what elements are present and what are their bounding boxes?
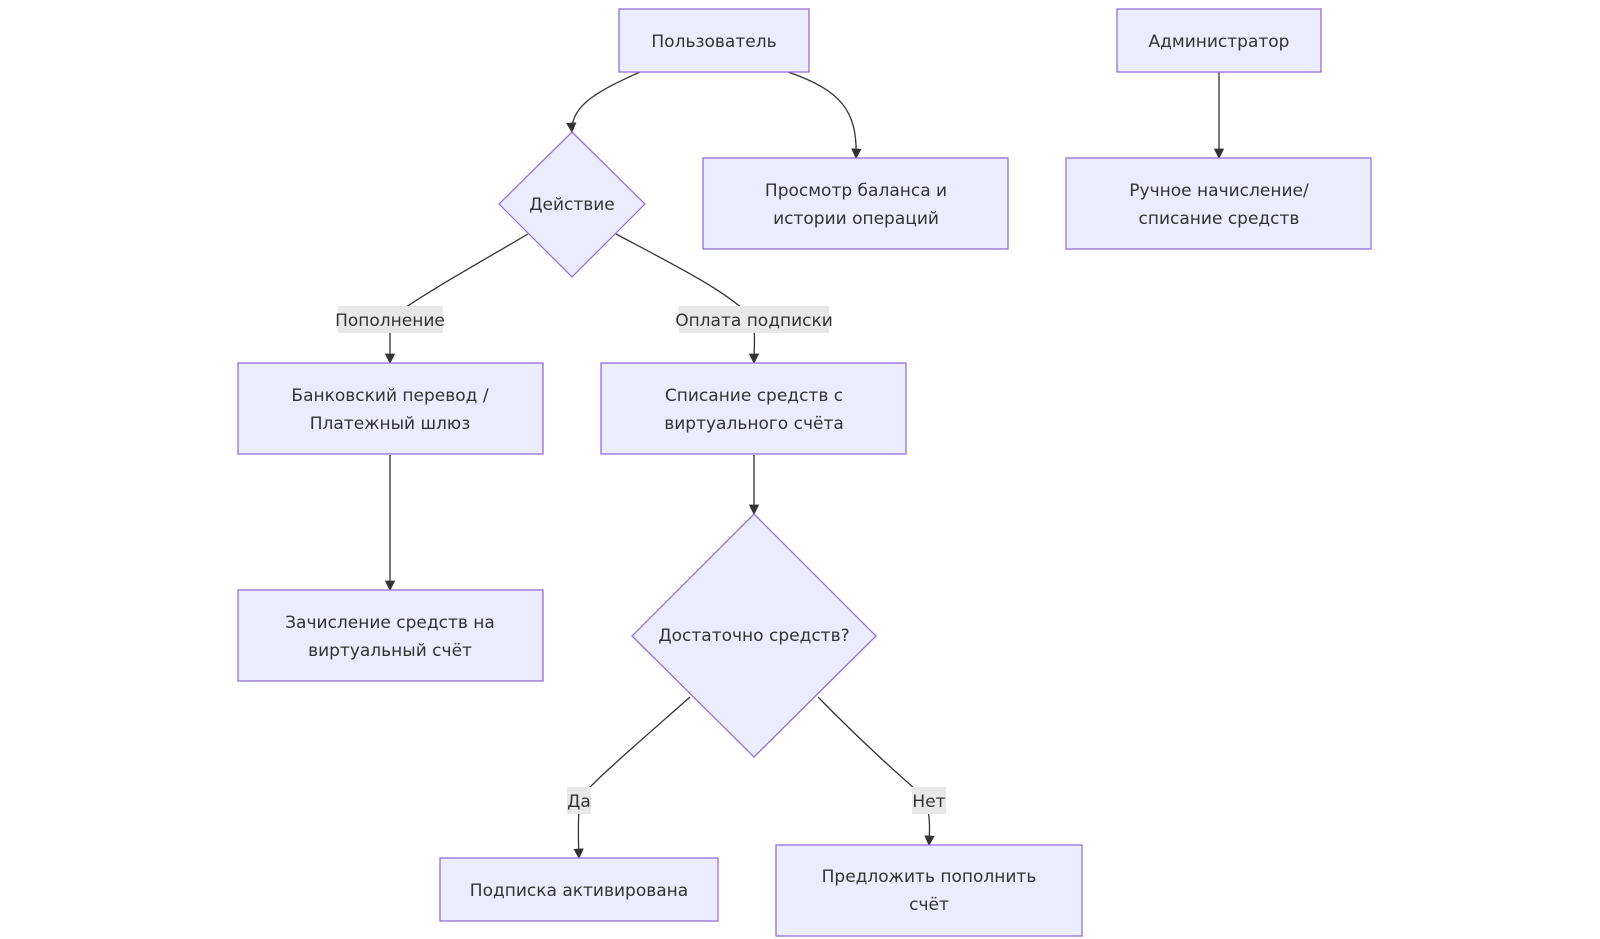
edge-user-to-view-balance xyxy=(787,71,862,160)
node-suggest-line2: счёт xyxy=(909,895,949,915)
node-bank-line2: Платежный шлюз xyxy=(310,414,471,434)
edge-user-to-action xyxy=(566,71,641,134)
node-debit[interactable]: Списание средств с виртуального счёта xyxy=(600,362,907,455)
node-credit[interactable]: Зачисление средств на виртуальный счёт xyxy=(237,589,544,682)
node-view-balance[interactable]: Просмотр баланса и истории операций xyxy=(702,157,1009,250)
node-user-label: Пользователь xyxy=(651,32,776,52)
node-credit-line2: виртуальный счёт xyxy=(308,641,472,661)
edge-enough-to-suggest xyxy=(817,696,935,847)
edge-label-yes-text: Да xyxy=(567,792,591,812)
edge-action-to-bank xyxy=(384,233,529,365)
edge-label-topup: Пополнение xyxy=(335,306,445,333)
edge-label-no-text: Нет xyxy=(912,792,945,812)
node-suggest-line1: Предложить пополнить xyxy=(822,867,1037,887)
node-activated[interactable]: Подписка активирована xyxy=(439,857,719,922)
node-manual[interactable]: Ручное начисление/ списание средств xyxy=(1065,157,1372,250)
node-admin-label: Администратор xyxy=(1149,32,1290,52)
node-manual-line2: списание средств xyxy=(1139,209,1300,229)
edge-label-yes: Да xyxy=(567,787,591,814)
node-suggest[interactable]: Предложить пополнить счёт xyxy=(775,844,1083,937)
node-credit-line1: Зачисление средств на xyxy=(285,613,495,633)
edge-label-pay-sub: Оплата подписки xyxy=(675,306,833,333)
node-action[interactable]: Действие xyxy=(498,131,646,278)
edge-action-to-debit xyxy=(615,233,760,365)
edge-enough-to-activated xyxy=(573,696,691,860)
node-bank-line1: Банковский перевод / xyxy=(291,386,488,406)
node-bank[interactable]: Банковский перевод / Платежный шлюз xyxy=(237,362,544,455)
node-view-balance-line1: Просмотр баланса и xyxy=(765,181,947,201)
node-action-label: Действие xyxy=(529,195,615,215)
node-user[interactable]: Пользователь xyxy=(618,8,810,73)
node-debit-line1: Списание средств с xyxy=(665,386,843,406)
node-view-balance-line2: истории операций xyxy=(773,209,939,229)
node-enough-label: Достаточно средств? xyxy=(658,626,849,646)
node-enough[interactable]: Достаточно средств? xyxy=(631,513,877,758)
edge-label-pay-sub-text: Оплата подписки xyxy=(675,311,833,331)
node-manual-line1: Ручное начисление/ xyxy=(1129,181,1309,201)
node-debit-line2: виртуального счёта xyxy=(664,414,844,434)
node-admin[interactable]: Администратор xyxy=(1116,8,1322,73)
edge-label-no: Нет xyxy=(912,787,946,814)
node-activated-label: Подписка активирована xyxy=(470,881,688,901)
edge-label-topup-text: Пополнение xyxy=(335,311,445,331)
